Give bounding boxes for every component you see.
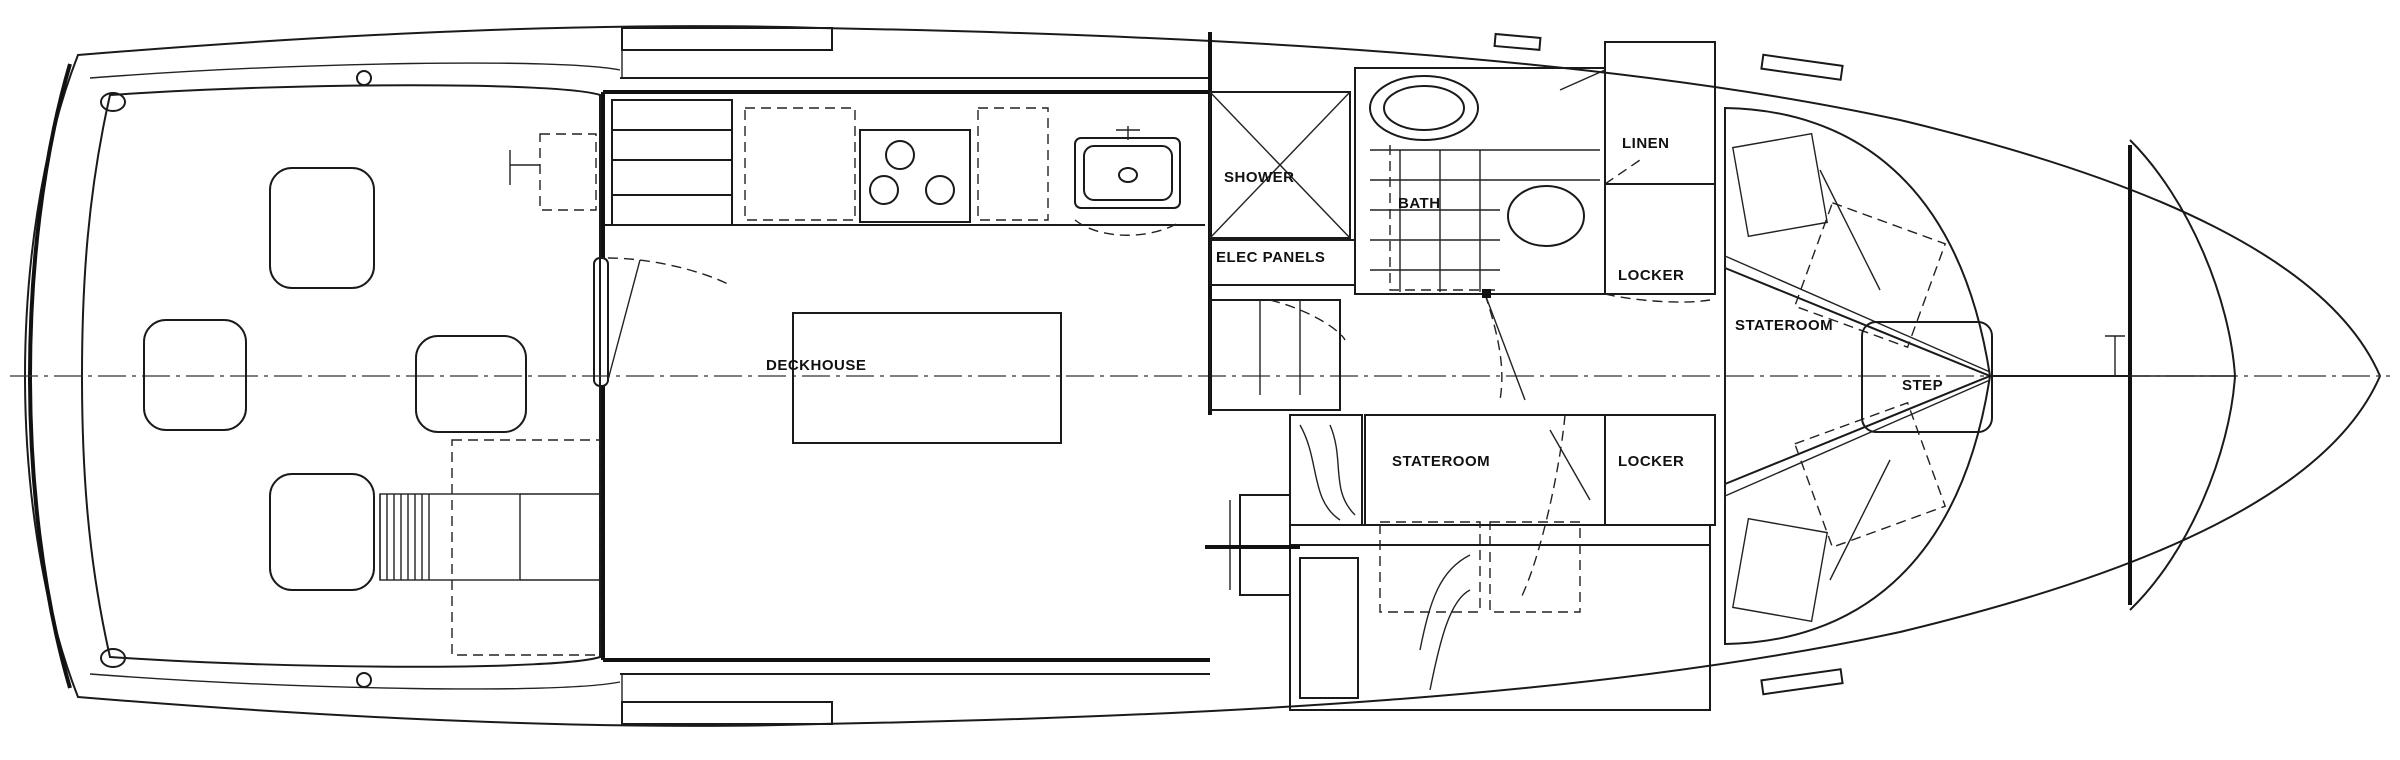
- locker-upper-label: LOCKER: [1618, 267, 1684, 284]
- locker-lower-label: LOCKER: [1618, 453, 1684, 470]
- shower-compartment: [1208, 32, 1356, 415]
- galley-sink: [1074, 126, 1181, 209]
- deckhouse-label: DECKHOUSE: [766, 357, 866, 374]
- cockpit-fixtures: [379, 133, 601, 656]
- cleat-fittings: [100, 70, 372, 688]
- cockpit-steps: [379, 493, 600, 581]
- deckhouse-aft-bulkhead: [593, 92, 731, 660]
- deckhouse-walls: [603, 77, 1210, 675]
- elec-panels-label: ELEC PANELS: [1216, 249, 1325, 266]
- linen-label: LINEN: [1622, 135, 1670, 152]
- linen-locker-upper: [1559, 41, 1716, 303]
- hull-outline: [23, 25, 2382, 727]
- locker-lower: [1604, 414, 1716, 526]
- cockpit-hatches: [143, 167, 527, 591]
- step-label: STEP: [1902, 377, 1943, 394]
- shower-label: SHOWER: [1224, 169, 1295, 186]
- side-doors: [621, 27, 833, 725]
- stateroom-mid-label: STATEROOM: [1392, 453, 1490, 470]
- bath-label: BATH: [1398, 195, 1441, 212]
- bath: [1354, 67, 1606, 401]
- galley-stove: [859, 129, 971, 223]
- stateroom-forward-label: STATEROOM: [1735, 317, 1833, 334]
- galley: [605, 99, 1205, 236]
- bow-bulkhead: [1990, 139, 2237, 611]
- forward-stateroom: [1724, 106, 1993, 646]
- foredeck-hatches: [1493, 32, 1844, 696]
- deckhouse-table: [792, 312, 1062, 444]
